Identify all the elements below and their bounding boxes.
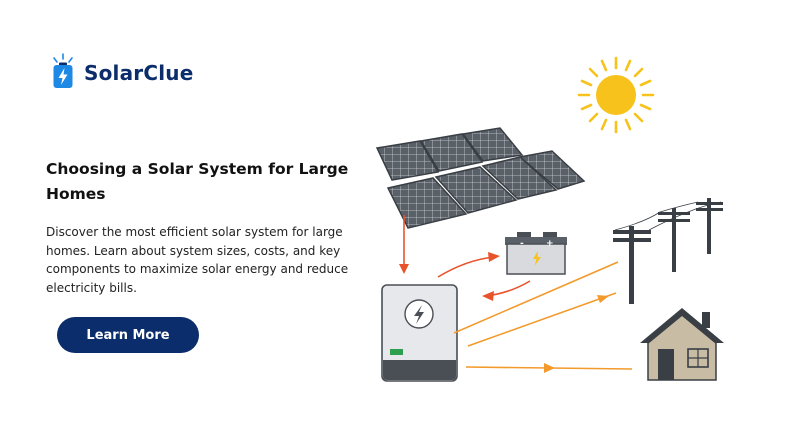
sun-icon [577,56,655,134]
flow-arrow [399,215,409,274]
battery-minus-label: - [520,239,524,249]
house-icon [640,308,724,381]
solar-system-illustration: - + [375,56,724,382]
flow-arrow [453,261,633,370]
article-intro: Choosing a Solar System for Large Homes … [46,157,356,297]
brand-name: SolarClue [84,61,194,85]
learn-more-button[interactable]: Learn More [57,317,199,353]
inverter-icon [381,284,458,382]
bolt-icon [414,305,424,324]
battery-plus-label: + [546,239,554,249]
battery-icon: - + [505,232,567,275]
brand-logo[interactable]: SolarClue [50,52,194,94]
battery-bolt-icon [50,52,76,94]
power-pole-icon [613,198,723,304]
page-title: Choosing a Solar System for Large Homes [46,160,349,203]
bolt-icon [533,251,541,266]
solar-panel-icon [375,127,586,229]
page-description: Discover the most efficient solar system… [46,225,349,295]
